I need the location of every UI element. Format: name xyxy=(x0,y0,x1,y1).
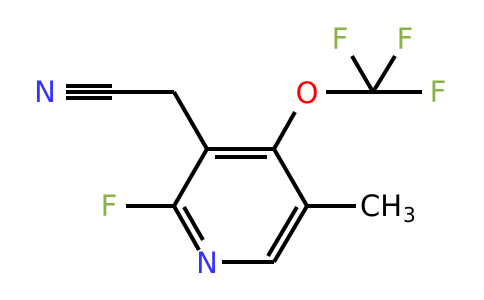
fluorine-label: F xyxy=(101,189,118,223)
bond-c3-ch2 xyxy=(172,90,209,151)
methyl-subscript: 3 xyxy=(403,203,416,227)
bond-n1-c2 xyxy=(172,205,201,251)
bond-cf3-f2 xyxy=(371,54,397,94)
trifluoromethyl-f3-label: F xyxy=(430,75,447,109)
bond-c5-c6 xyxy=(272,204,309,264)
ring-nitrogen-label: N xyxy=(196,246,218,280)
trifluoromethyl-f1-label: F xyxy=(332,22,349,56)
bond-n1-c2-inner xyxy=(182,206,205,241)
bond-c5-c6-inner xyxy=(266,205,299,258)
bond-c4-c5 xyxy=(272,147,309,208)
ether-oxygen-label: O xyxy=(296,76,319,110)
methyl-label: CH xyxy=(360,189,402,223)
trifluoromethyl-f2-label: F xyxy=(397,22,414,56)
bond-c2-c3 xyxy=(172,147,209,208)
bond-cf3-f1 xyxy=(350,54,375,94)
nitrile-nitrogen-label: N xyxy=(34,75,56,109)
bond-c4-o xyxy=(272,111,297,150)
